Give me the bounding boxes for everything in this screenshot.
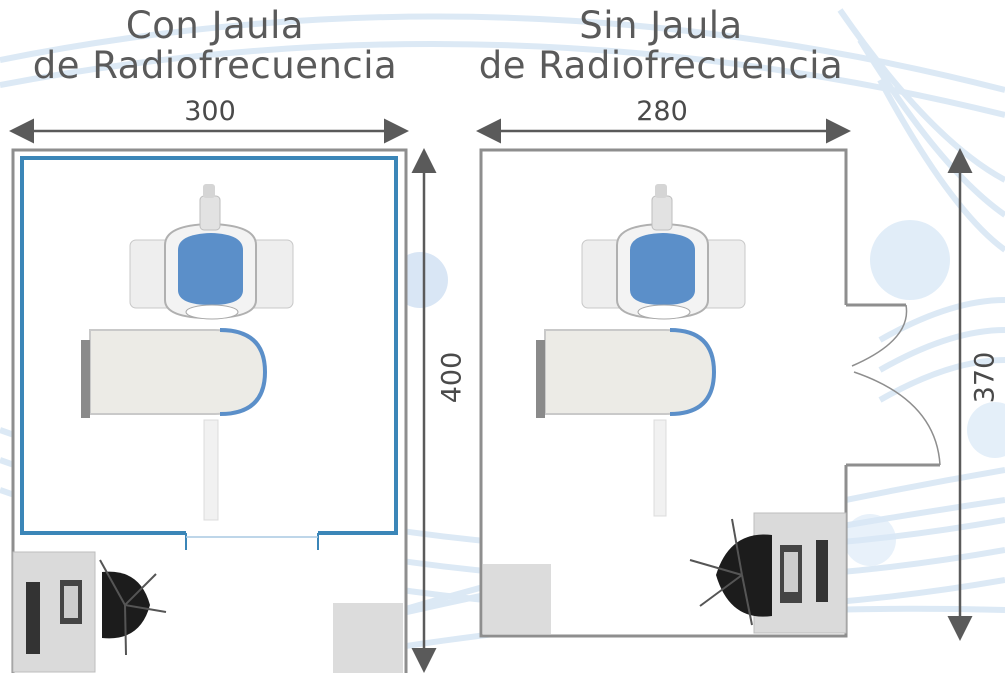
rf-cage-outline xyxy=(20,156,398,535)
left-title-line2: de Radiofrecuencia xyxy=(32,44,398,87)
right-room xyxy=(479,148,941,638)
left-title-line1: Con Jaula xyxy=(125,4,305,47)
cabinet-icon xyxy=(333,603,403,673)
office-chair-icon xyxy=(99,559,167,656)
dental-chair-icon xyxy=(129,184,294,320)
right-title-line2: de Radiofrecuencia xyxy=(478,44,844,87)
patient-bed-icon xyxy=(81,328,268,521)
right-title-line1: Sin Jaula xyxy=(579,4,743,47)
left-title: Con Jaula de Radiofrecuencia xyxy=(0,6,430,86)
patient-bed-icon xyxy=(536,328,717,517)
dental-chair-icon xyxy=(581,184,746,320)
desk-icon xyxy=(12,551,96,673)
office-chair-icon xyxy=(689,518,772,626)
right-title: Sin Jaula de Radiofrecuencia xyxy=(446,6,876,86)
left-room xyxy=(11,148,408,673)
door-icon xyxy=(851,304,941,466)
cabinet-icon xyxy=(483,564,551,634)
